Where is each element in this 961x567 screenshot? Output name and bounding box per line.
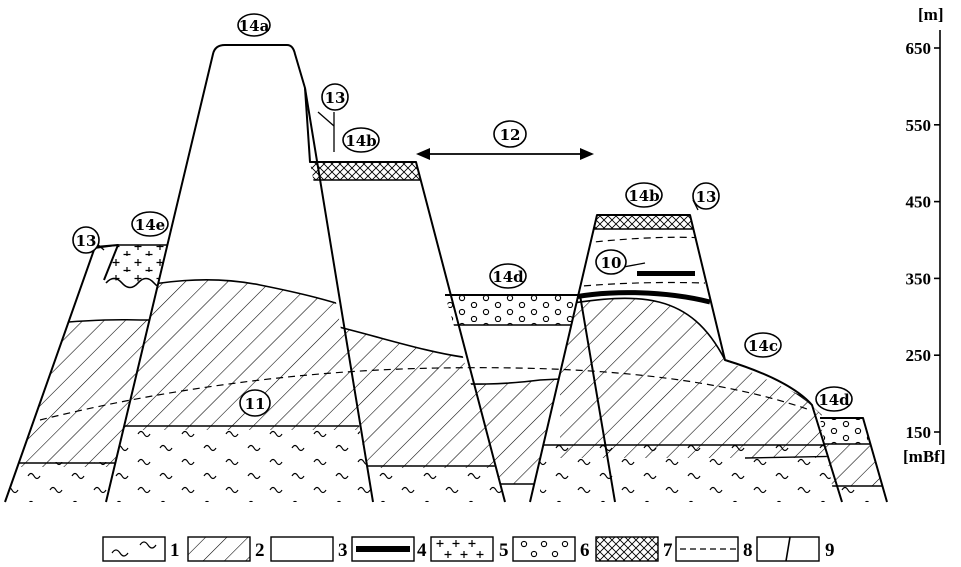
legend-item-8: 8 <box>675 536 753 562</box>
callout-13-right-label: 13 <box>696 188 717 206</box>
legend-item-4: 4 <box>351 536 427 562</box>
callout-10: 10 <box>595 249 627 275</box>
callout-13-right: 13 <box>692 182 720 210</box>
callouts: 14a 13 14b 12 14b 13 14e 13 <box>72 13 853 417</box>
callout-10-label: 10 <box>601 254 622 272</box>
callout-14c-label: 14c <box>748 337 778 355</box>
axis-unit-top: [m] <box>918 5 943 24</box>
callout-14d-right-label: 14d <box>818 391 850 409</box>
callout-14a-label: 14a <box>239 17 270 35</box>
axis-tick-label-150: 150 <box>906 423 932 442</box>
axis-tick-label-450: 450 <box>906 193 932 212</box>
dimension-arrow-12 <box>416 148 594 160</box>
callout-13-top-label: 13 <box>325 89 346 107</box>
callout-14e-label: 14e <box>135 216 165 234</box>
callout-12: 12 <box>493 120 527 148</box>
legend-label-9: 9 <box>825 540 835 561</box>
legend-label-5: 5 <box>499 540 509 561</box>
callout-11-label: 11 <box>245 395 266 413</box>
coal-seam-lens <box>637 271 695 276</box>
legend-label-8: 8 <box>743 540 753 561</box>
elevation-axis: [m] [mBf] 650 550 450 350 250 150 <box>903 5 945 466</box>
callout-14d-mid: 14d <box>489 263 527 289</box>
legend-label-6: 6 <box>580 540 590 561</box>
legend-label-7: 7 <box>663 540 673 561</box>
callout-14b-left-label: 14b <box>345 132 376 150</box>
block-outlines <box>4 44 888 503</box>
callout-13-left-label: 13 <box>76 232 97 250</box>
legend-item-2: 2 <box>187 536 265 562</box>
legend-label-1: 1 <box>170 540 180 561</box>
callout-14a: 14a <box>237 13 271 37</box>
callout-11: 11 <box>239 389 271 417</box>
callout-14b-right: 14b <box>625 182 663 208</box>
callout-14d-mid-label: 14d <box>492 268 524 286</box>
callout-14b-left: 14b <box>342 127 380 153</box>
callout-14b-right-label: 14b <box>628 187 659 205</box>
axis-tick-label-250: 250 <box>906 346 932 365</box>
legend-item-3: 3 <box>270 536 348 562</box>
callout-13-top: 13 <box>321 83 349 111</box>
legend-item-9: 9 <box>756 536 835 562</box>
legend: 1 2 3 4 5 6 7 <box>102 536 835 562</box>
callout-14c: 14c <box>744 332 782 358</box>
axis-tick-label-550: 550 <box>906 116 932 135</box>
legend-label-4: 4 <box>417 540 427 561</box>
legend-item-6: 6 <box>512 536 590 562</box>
legend-label-2: 2 <box>255 540 265 561</box>
legend-item-1: 1 <box>102 536 180 562</box>
callout-13-left: 13 <box>72 226 100 254</box>
legend-item-5: 5 <box>430 536 509 562</box>
callout-12-label: 12 <box>500 126 521 144</box>
axis-tick-label-650: 650 <box>906 39 932 58</box>
callout-14e: 14e <box>131 211 169 237</box>
callout-14d-right: 14d <box>815 386 853 412</box>
legend-item-7: 7 <box>595 536 673 562</box>
axis-unit-bottom: [mBf] <box>903 447 945 466</box>
legend-label-3: 3 <box>338 540 348 561</box>
axis-tick-label-350: 350 <box>906 269 932 288</box>
